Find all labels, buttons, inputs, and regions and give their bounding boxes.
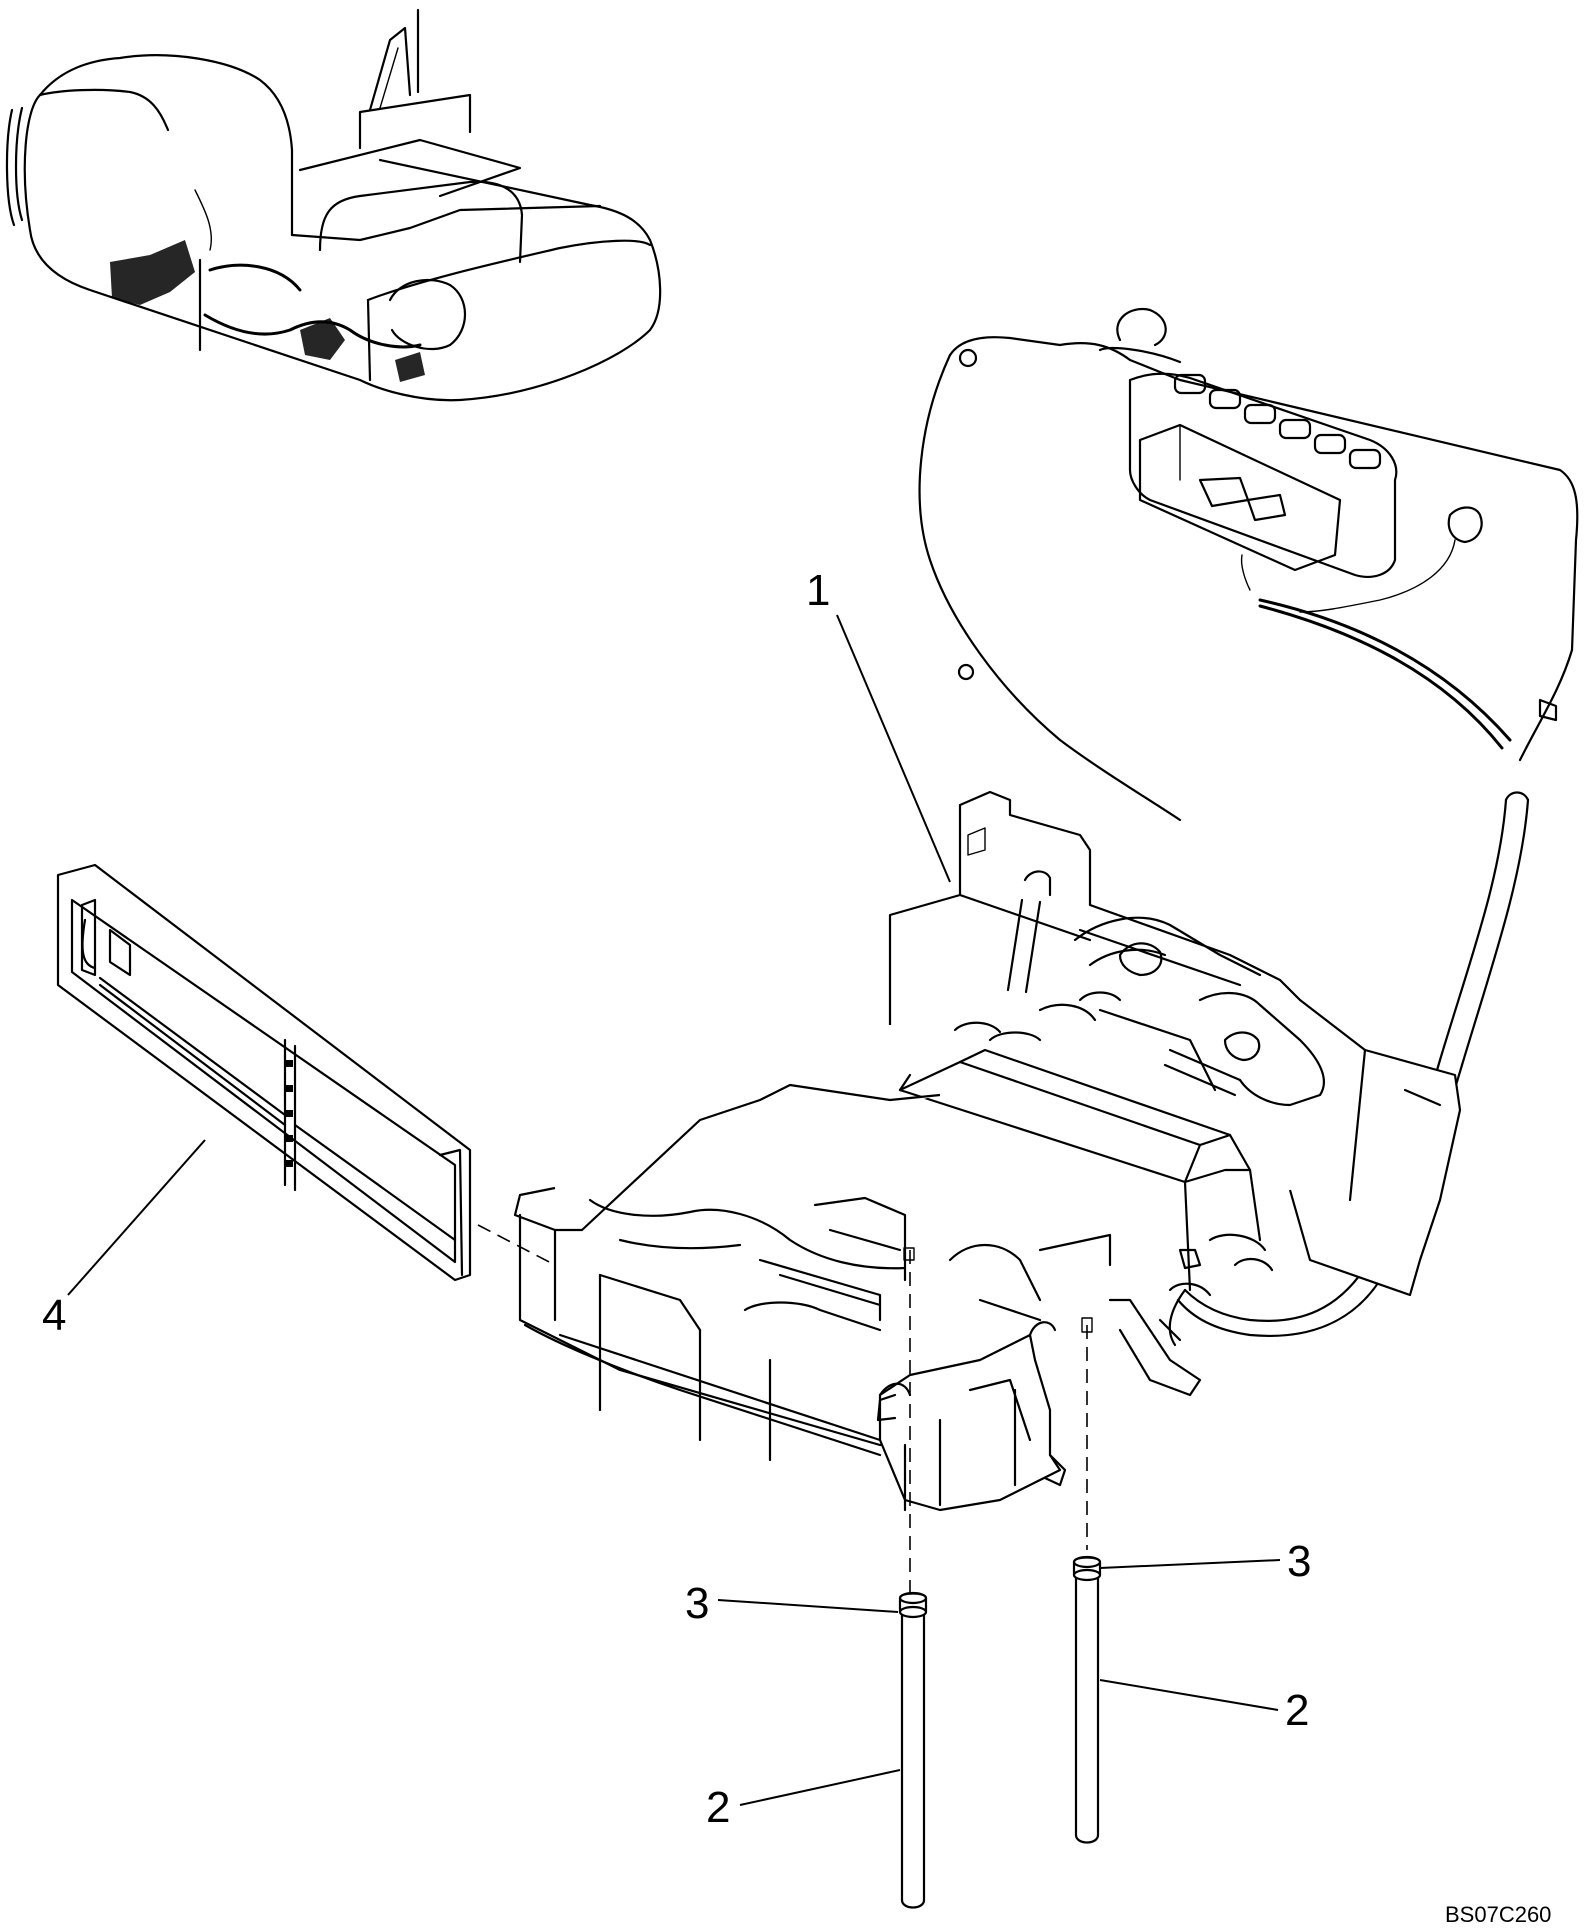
- callout-hose-left: 2: [706, 1783, 730, 1832]
- callout-filter: 4: [42, 1291, 66, 1340]
- leader-heater-unit: [836, 614, 951, 883]
- callout-hose-right: 2: [1285, 1686, 1309, 1735]
- drain-hose-left: [900, 1250, 926, 1909]
- leader-clamp-left: [717, 1599, 899, 1613]
- filter-panel: [56, 863, 472, 1282]
- callout-heater-unit: 1: [806, 566, 830, 615]
- leader-filter: [67, 1139, 206, 1296]
- callout-clamp-right: 3: [1287, 1537, 1311, 1586]
- leader-hose-right: [1099, 1679, 1279, 1711]
- heater-unit: [513, 790, 1462, 1512]
- leader-clamp-right: [1099, 1559, 1281, 1569]
- cab-floor-panel: [918, 307, 1579, 822]
- machine-overview-inset: [5, 8, 662, 402]
- callout-clamp-left: 3: [685, 1579, 709, 1628]
- clamp-left: [898, 1591, 928, 1619]
- filter-alignment-line: [477, 1224, 556, 1266]
- leader-hose-left: [739, 1769, 901, 1806]
- clamp-right: [1072, 1555, 1102, 1582]
- drain-hose-right: [1074, 1325, 1100, 1844]
- document-id: BS07C260: [1445, 1902, 1551, 1927]
